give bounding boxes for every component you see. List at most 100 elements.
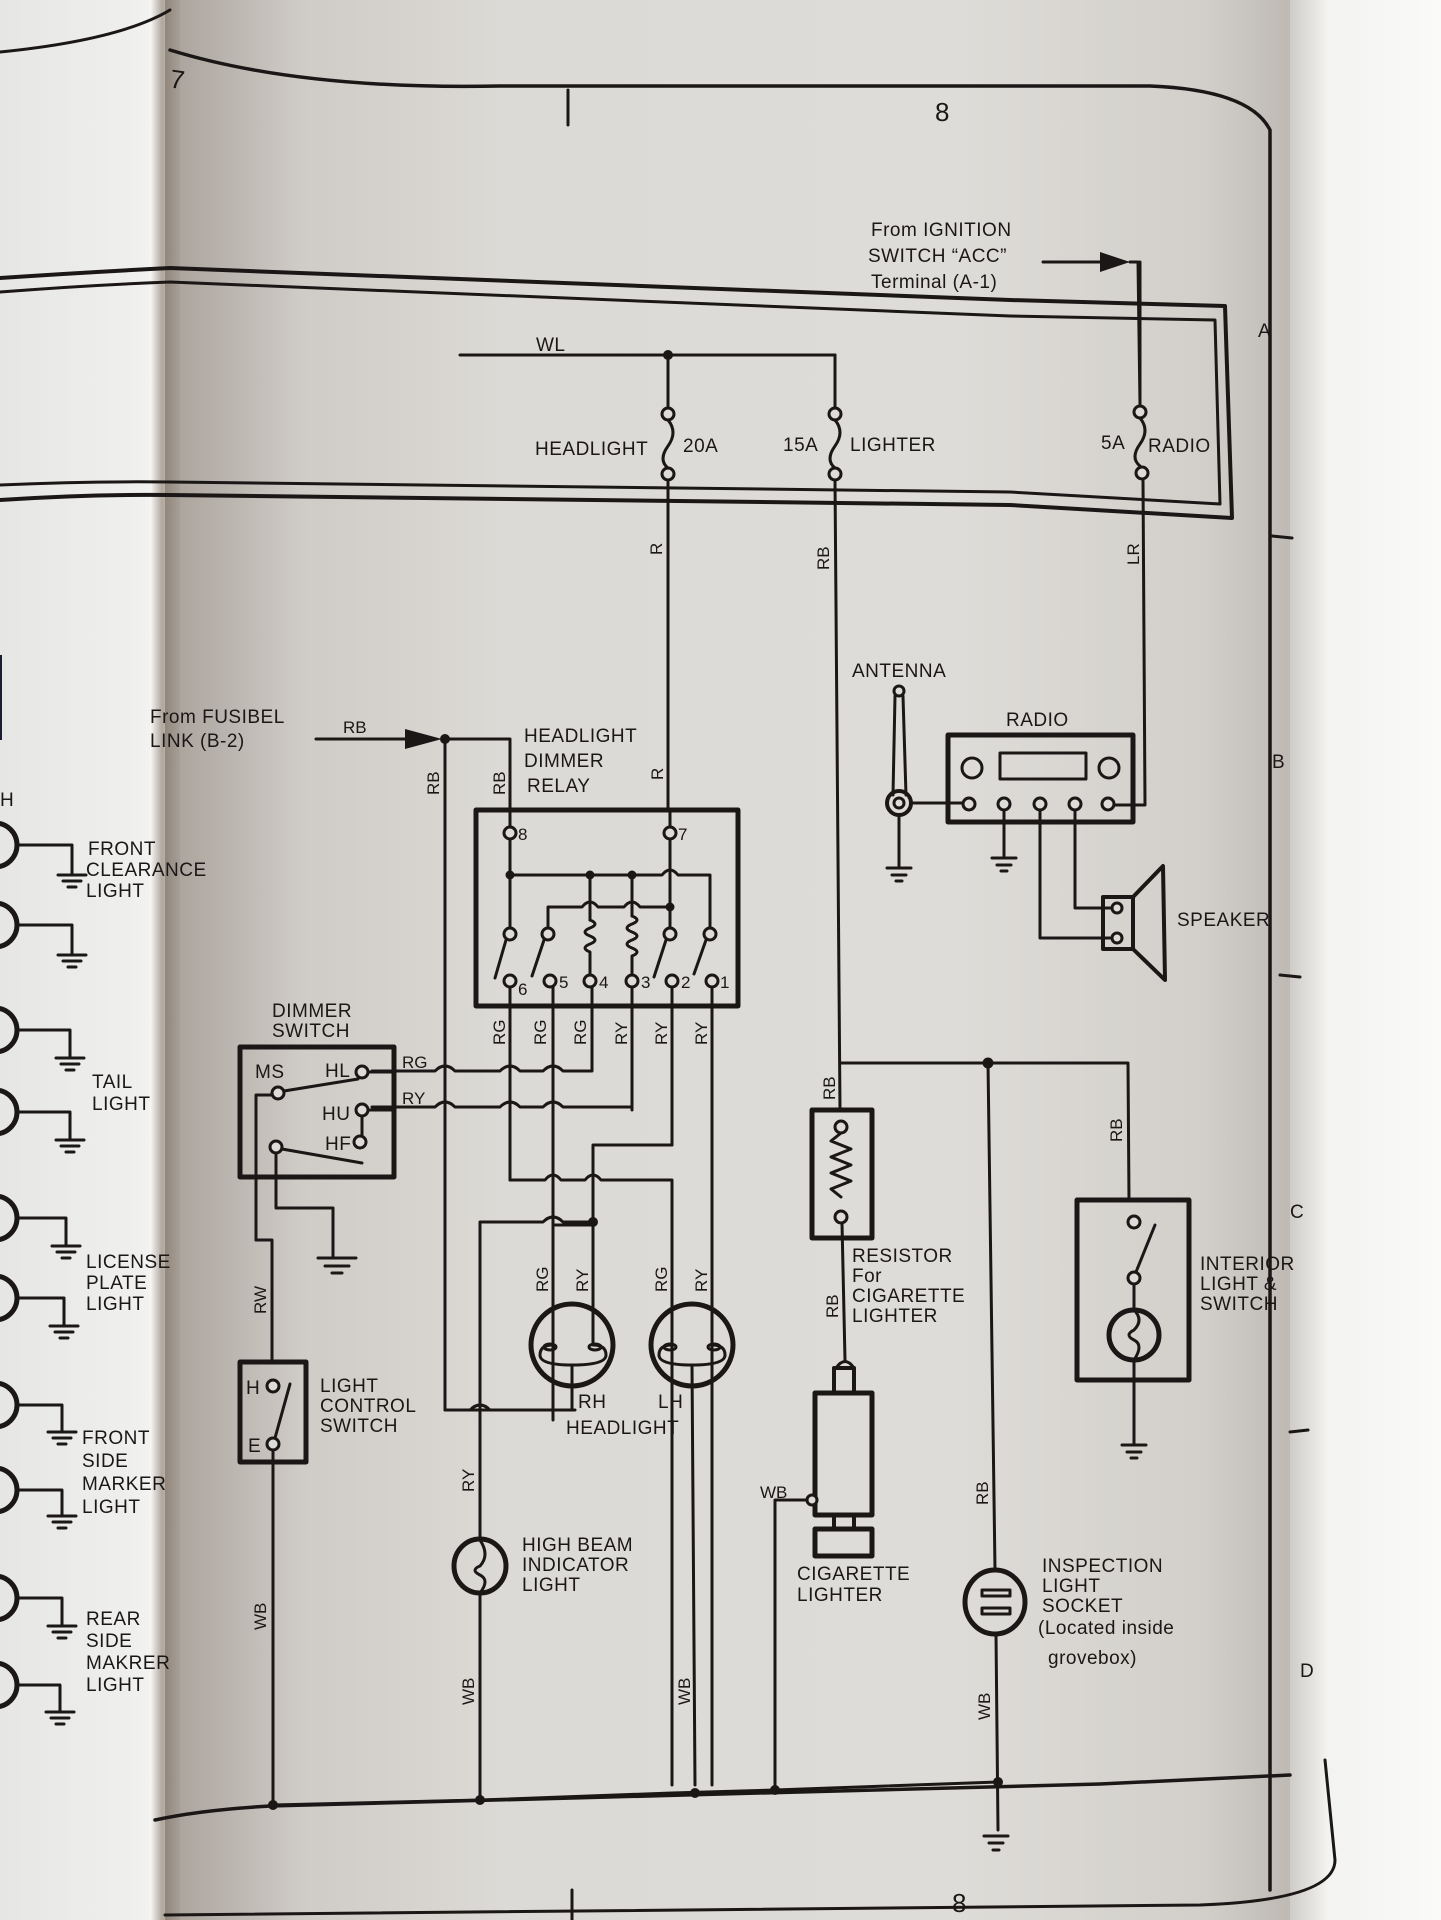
dimmer-label-1: DIMMER	[272, 1001, 352, 1022]
speaker	[1101, 864, 1167, 982]
inspection-light-socket	[962, 1567, 1028, 1852]
page-frame	[0, 8, 1337, 1920]
relay-pin-6: 6	[518, 980, 527, 999]
license-label-3: LIGHT	[86, 1294, 144, 1315]
wire-label-indicator: RY	[459, 1469, 478, 1492]
rear-marker-label-2: SIDE	[86, 1631, 132, 1652]
cigarette-lighter	[773, 1360, 875, 1792]
dimmer-terminal-ms: MS	[255, 1062, 285, 1083]
front-clearance-label-1: FRONT	[88, 839, 156, 860]
page-number-bottom: 8	[952, 1888, 966, 1918]
ignition-arrow-icon	[1100, 252, 1130, 272]
wire-label-light-ctrl: RW	[251, 1286, 270, 1314]
inspection-label-4: (Located inside	[1038, 1618, 1174, 1639]
fuse-headlight-name: HEADLIGHT	[535, 439, 648, 460]
wire-label-relay-out-2: RY	[652, 1022, 671, 1045]
relay-pin-2: 2	[681, 973, 690, 992]
resistor-label-3: CIGARETTE	[852, 1286, 965, 1307]
speaker-label: SPEAKER	[1177, 910, 1270, 931]
left-page	[0, 0, 175, 1920]
interior-label-2: LIGHT &	[1200, 1274, 1277, 1295]
wire-label-rh-rg: RG	[533, 1267, 552, 1293]
interior-label-3: SWITCH	[1200, 1294, 1278, 1315]
high-beam-indicator	[451, 1536, 509, 1802]
ignition-label-3: Terminal (A-1)	[871, 272, 997, 293]
front-clearance-label-3: LIGHT	[86, 881, 144, 902]
prev-page-number: 7	[168, 63, 187, 95]
relay-label-2: DIMMER	[524, 751, 604, 772]
ignition-label-2: SWITCH “ACC”	[868, 246, 1007, 267]
indicator-label-3: LIGHT	[522, 1575, 580, 1596]
wire-label-lighter-ground: WB	[760, 1483, 787, 1502]
resistor-label-2: For	[852, 1266, 882, 1287]
resistor	[809, 1107, 875, 1362]
inspection-label-5: grovebox)	[1048, 1648, 1137, 1669]
tail-label-1: TAIL	[92, 1072, 133, 1093]
left-partial-label: H	[0, 790, 14, 811]
headlight-rh-label: RH	[578, 1392, 606, 1413]
radio	[945, 732, 1136, 940]
fusible-arrow-icon	[405, 729, 442, 749]
dimmer-switch	[237, 1044, 397, 1275]
indicator-label-1: HIGH BEAM	[522, 1535, 633, 1556]
wire-label-dimmer-hl: RG	[402, 1053, 428, 1072]
wire-label-relay-out-1: RY	[692, 1022, 711, 1045]
relay-pin-5: 5	[559, 973, 568, 992]
wire-label-ground-1: WB	[251, 1603, 270, 1630]
wire-label-dimmer-hu: RY	[402, 1089, 425, 1108]
left-page-lamps	[0, 655, 88, 1726]
light-ctrl-terminal-h: H	[246, 1378, 260, 1399]
page-gutter	[150, 0, 180, 1920]
light-ctrl-label-1: LIGHT	[320, 1376, 378, 1397]
relay-output-wiring	[370, 985, 714, 1787]
relay-feed-wire	[443, 737, 512, 812]
headlight-rh	[528, 1301, 616, 1412]
front-clearance-label-2: CLEARANCE	[86, 860, 207, 881]
relay-pin-8: 8	[518, 825, 527, 844]
fuse-radio	[1108, 260, 1150, 807]
light-ctrl-label-3: SWITCH	[320, 1416, 398, 1437]
rear-marker-label-3: MAKRER	[86, 1653, 170, 1674]
fuse-box	[0, 266, 1234, 520]
relay-pin-1: 1	[720, 973, 729, 992]
front-marker-label-3: MARKER	[82, 1474, 166, 1495]
wire-label-relay-out-5: RG	[531, 1020, 550, 1046]
wire-label-resistor-in: RB	[820, 1076, 839, 1100]
front-marker-label-2: SIDE	[82, 1451, 128, 1472]
relay-pin-7: 7	[678, 825, 687, 844]
wire-label-ground-3: WB	[675, 1678, 694, 1705]
fuse-radio-name: RADIO	[1148, 436, 1211, 457]
relay-pin-3: 3	[641, 973, 650, 992]
fuse-lighter-name: LIGHTER	[850, 435, 936, 456]
indicator-label-2: INDICATOR	[522, 1555, 629, 1576]
antenna-label: ANTENNA	[852, 661, 946, 682]
front-marker-label-4: LIGHT	[82, 1497, 140, 1518]
headlight-lh-label: LH	[658, 1392, 683, 1413]
lighter-label-2: LIGHTER	[797, 1585, 883, 1606]
relay-label-3: RELAY	[527, 776, 590, 797]
resistor-label-1: RESISTOR	[852, 1246, 953, 1267]
wire-label-inspection-feed: RB	[973, 1481, 992, 1505]
antenna	[885, 684, 964, 883]
dimmer-label-2: SWITCH	[272, 1021, 350, 1042]
wire-label-relay-out-3: RY	[612, 1022, 631, 1045]
lighter-label-1: CIGARETTE	[797, 1564, 910, 1585]
bus-wire-label: WL	[536, 335, 566, 356]
inspection-label-3: SOCKET	[1042, 1596, 1123, 1617]
wire-label-rh-ry: RY	[573, 1269, 592, 1292]
light-control-switch	[237, 1359, 309, 1807]
headlight-label: HEADLIGHT	[566, 1418, 679, 1439]
license-label-2: PLATE	[86, 1273, 147, 1294]
wire-label-ground-2: WB	[459, 1678, 478, 1705]
wire-label-resistor-out: RB	[823, 1294, 842, 1318]
inspection-label-1: INSPECTION	[1042, 1556, 1163, 1577]
light-control-wire	[254, 1238, 274, 1364]
rear-marker-label-1: REAR	[86, 1609, 141, 1630]
resistor-label-4: LIGHTER	[852, 1306, 938, 1327]
light-ctrl-label-2: CONTROL	[320, 1396, 416, 1417]
wire-label-relay-pin7: R	[648, 768, 667, 780]
wire-label-inspection-ground: WB	[975, 1693, 994, 1720]
wire-label-relay-feed-b: RB	[490, 771, 509, 795]
right-page-edge	[1290, 0, 1441, 1920]
